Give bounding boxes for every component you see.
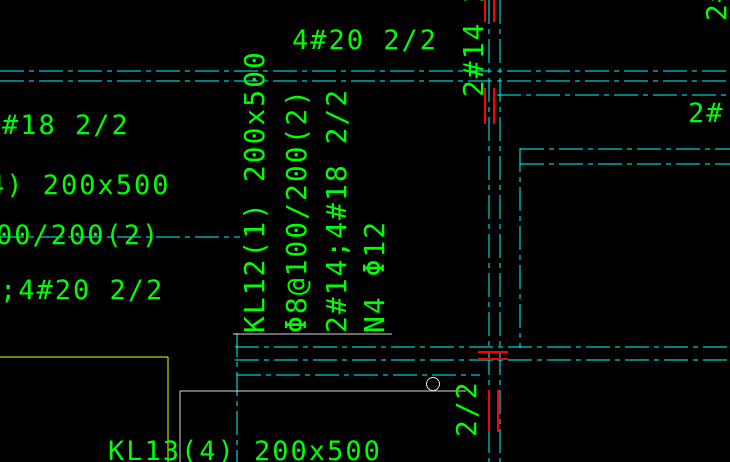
kl12-beam-name-label[interactable]: KL12(1) 200x500 xyxy=(238,50,271,333)
bottom-beam-label[interactable]: KL13(4) 200x500 xyxy=(108,436,382,462)
right-rebar-label[interactable]: 2# xyxy=(688,98,725,129)
bottom-fraction-label[interactable]: 2/2 xyxy=(450,380,483,437)
left-beam-size-label[interactable]: 4) 200x500 xyxy=(0,170,171,201)
detail-circle xyxy=(426,377,440,391)
top-rebar-label[interactable]: 4#20 2/2 xyxy=(292,25,439,56)
detail-lines xyxy=(179,333,466,462)
right-column-rebar-label[interactable]: 2#14 2/2 xyxy=(457,0,490,97)
left-stirrup-label[interactable]: 00/200(2) xyxy=(0,220,161,251)
left-rebar-label-lower[interactable]: ;4#20 2/2 xyxy=(0,275,165,306)
left-rebar-label-upper[interactable]: #18 2/2 xyxy=(2,110,130,141)
kl12-rebar-label[interactable]: 2#14;4#18 2/2 xyxy=(320,87,353,333)
top-right-partial-label[interactable]: 2# xyxy=(700,0,730,21)
rebar-marks xyxy=(478,0,508,432)
kl12-stirrup-label[interactable]: Φ8@100/200(2) xyxy=(280,87,313,333)
wall-lines xyxy=(0,356,169,462)
kl12-side-rebar-label[interactable]: N4 Φ12 xyxy=(358,219,391,333)
